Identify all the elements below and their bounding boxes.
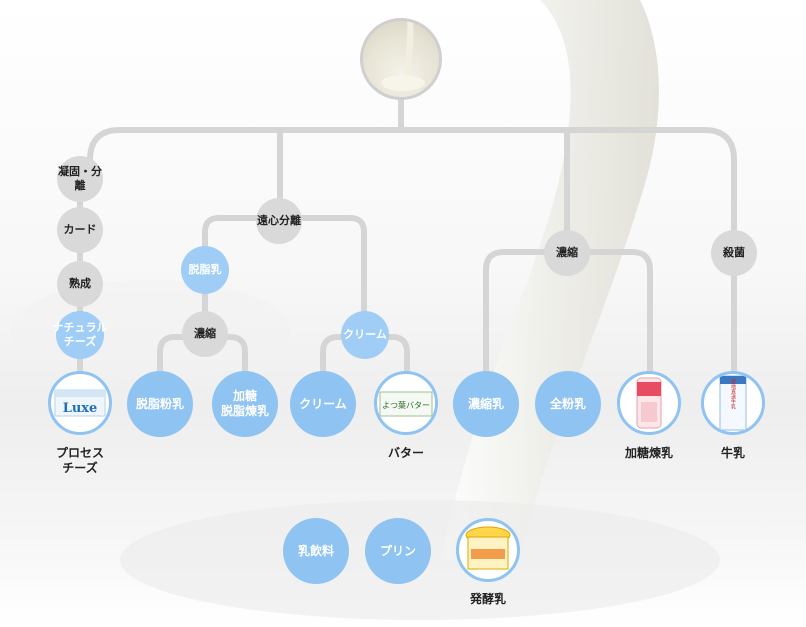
milk-pour-image bbox=[360, 18, 442, 100]
concentrate-left-node[interactable]: 濃縮 bbox=[182, 311, 228, 357]
concentrate-left-label: 濃縮 bbox=[194, 327, 216, 341]
sweet-condensed-skim-label: 加糖 脱脂煉乳 bbox=[221, 389, 269, 419]
skim-milk-label: 脱脂乳 bbox=[189, 263, 222, 277]
fermented-caption: 発酵乳 bbox=[456, 592, 520, 607]
pudding-product[interactable]: プリン bbox=[365, 518, 431, 584]
milk-caption: 牛乳 bbox=[701, 446, 765, 461]
whole-powder-product[interactable]: 全粉乳 bbox=[535, 371, 601, 437]
condensed-label: 濃縮乳 bbox=[468, 397, 504, 412]
fermented-milk-image[interactable] bbox=[456, 518, 520, 582]
milk-drink-label: 乳飲料 bbox=[298, 544, 334, 559]
centrifuge-node[interactable]: 遠心分離 bbox=[256, 198, 302, 244]
centrifuge-label: 遠心分離 bbox=[257, 214, 301, 228]
concentrate-right-node[interactable]: 濃縮 bbox=[544, 230, 590, 276]
sweet-condensed-skim-product[interactable]: 加糖 脱脂煉乳 bbox=[212, 371, 278, 437]
coagulate-label: 凝固・分離 bbox=[57, 165, 103, 193]
coagulate-node[interactable]: 凝固・分離 bbox=[57, 156, 103, 202]
cream-label: クリーム bbox=[299, 397, 347, 412]
skim-powder-label: 脱脂粉乳 bbox=[136, 397, 184, 412]
process-cheese-caption: プロセス チーズ bbox=[48, 446, 112, 476]
natural-cheese-node[interactable]: ナチュラル チーズ bbox=[56, 311, 104, 359]
natural-cheese-label: ナチュラル チーズ bbox=[53, 321, 108, 349]
concentrate-right-label: 濃縮 bbox=[556, 246, 578, 260]
cream-intermediate-label: クリーム bbox=[343, 328, 387, 342]
milk-label-text: 産地直送牛乳 bbox=[730, 378, 736, 409]
sterilize-node[interactable]: 殺菌 bbox=[711, 230, 757, 276]
pudding-label: プリン bbox=[380, 544, 416, 559]
skim-powder-product[interactable]: 脱脂粉乳 bbox=[127, 371, 193, 437]
milk-drink-product[interactable]: 乳飲料 bbox=[283, 518, 349, 584]
ripen-label: 熟成 bbox=[69, 277, 91, 291]
cream-intermediate-node[interactable]: クリーム bbox=[341, 311, 389, 359]
milk-carton-image[interactable]: 産地直送牛乳 bbox=[701, 371, 765, 435]
condensed-milk-product[interactable]: 濃縮乳 bbox=[453, 371, 519, 437]
butter-image[interactable]: よつ葉バター bbox=[374, 371, 438, 435]
cream-product[interactable]: クリーム bbox=[290, 371, 356, 437]
butter-label-text: よつ葉バター bbox=[382, 400, 430, 410]
cheese-brand-text: Luxe bbox=[63, 401, 98, 416]
process-cheese-image[interactable]: Luxe bbox=[48, 371, 112, 435]
curd-label: カード bbox=[64, 223, 97, 237]
whole-powder-label: 全粉乳 bbox=[550, 397, 586, 412]
sweet-condensed-image[interactable] bbox=[617, 371, 681, 435]
sweet-condensed-caption: 加糖煉乳 bbox=[612, 446, 686, 461]
skim-milk-node[interactable]: 脱脂乳 bbox=[181, 246, 229, 294]
sterilize-label: 殺菌 bbox=[723, 246, 745, 260]
ripen-node[interactable]: 熟成 bbox=[57, 261, 103, 307]
butter-caption: バター bbox=[374, 446, 438, 461]
curd-node[interactable]: カード bbox=[57, 207, 103, 253]
